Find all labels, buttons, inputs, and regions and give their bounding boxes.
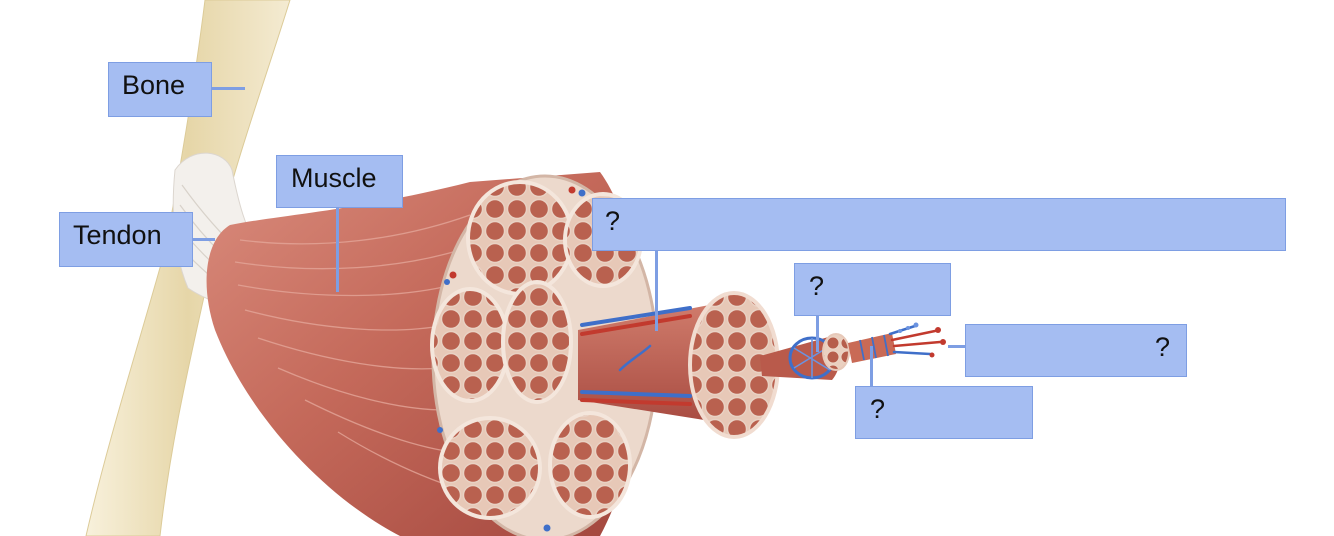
myofilament-leader-line	[948, 345, 965, 348]
myofibril-leader-line	[870, 346, 873, 386]
myofibril-label-text: ?	[870, 394, 886, 424]
myofilament-label-text: ?	[1154, 332, 1170, 362]
muscle-leader-line	[336, 208, 339, 292]
muscle-fiber-label-box: ?	[794, 263, 951, 316]
muscle-label-text: Muscle	[291, 163, 377, 193]
fascicle-leader-line	[655, 251, 658, 331]
tendon-label-text: Tendon	[73, 220, 162, 250]
muscle-fiber-leader-line	[816, 316, 819, 352]
fascicle-label-text: ?	[605, 206, 621, 236]
bone-label-text: Bone	[122, 70, 186, 100]
myofilament-label-box: ?	[965, 324, 1187, 377]
fascicle-label-box: ?	[592, 198, 1286, 251]
muscle-label: Muscle	[276, 155, 403, 208]
muscle-fiber-shape	[760, 336, 840, 380]
bone-leader-line	[212, 87, 245, 90]
myofilament-strands	[888, 324, 942, 356]
bone-label: Bone	[108, 62, 212, 117]
myofibril-label-box: ?	[855, 386, 1033, 439]
tendon-label: Tendon	[59, 212, 193, 267]
muscle-fiber-label-text: ?	[809, 271, 825, 301]
tendon-leader-line	[193, 238, 215, 241]
